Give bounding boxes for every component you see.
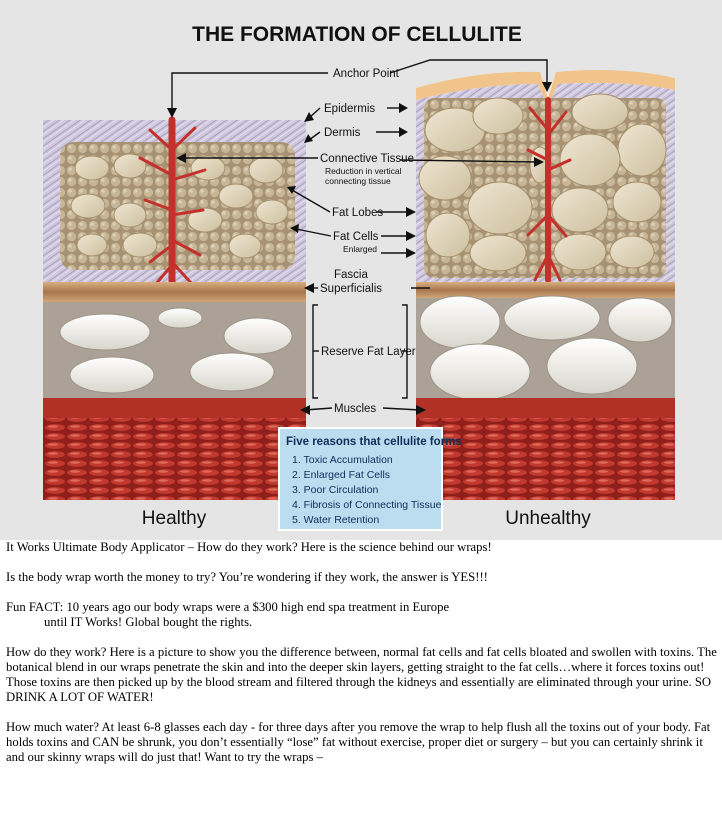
fun-fact-line-2: until IT Works! Global bought the rights… [44, 615, 253, 629]
article-how-much-water: How much water? At least 6-8 glasses eac… [6, 720, 711, 764]
healthy-vessel [138, 116, 207, 289]
figure-title: THE FORMATION OF CELLULITE [192, 23, 522, 46]
unhealthy-vessel [526, 97, 572, 283]
article-text: It Works Ultimate Body Applicator – How … [6, 540, 718, 780]
label-fat-cells: Fat Cells [333, 231, 379, 243]
unhealthy-muscle-band [416, 398, 675, 418]
label-connective-sub1: Reduction in vertical [325, 166, 402, 176]
unhealthy-epidermis [416, 70, 675, 108]
reasons-box: Five reasons that cellulite forms 1. Tox… [278, 427, 462, 531]
fun-fact-line-1: Fun FACT: 10 years ago our body wraps we… [6, 600, 450, 614]
caption-healthy: Healthy [142, 508, 207, 529]
unhealthy-fascia [416, 282, 675, 298]
caption-unhealthy: Unhealthy [505, 508, 591, 529]
unhealthy-muscle [416, 418, 675, 500]
label-fascia-1: Fascia [334, 269, 368, 281]
label-fat-cells-sub: Enlarged [343, 244, 377, 254]
healthy-panel: Healthy [43, 116, 306, 529]
cellulite-diagram: THE FORMATION OF CELLULITE [0, 0, 722, 540]
reason-item: 3. Poor Circulation [292, 484, 379, 496]
label-connective-tissue: Connective Tissue [320, 153, 414, 165]
reason-item: 4. Fibrosis of Connecting Tissue [292, 499, 442, 511]
article-intro: It Works Ultimate Body Applicator – How … [6, 540, 492, 554]
label-connective-sub2: connecting tissue [325, 176, 391, 186]
label-anchor-point: Anchor Point [333, 68, 400, 80]
label-fat-lobes: Fat Lobes [332, 207, 383, 219]
article-question: Is the body wrap worth the money to try?… [6, 570, 488, 584]
unhealthy-panel: Unhealthy [416, 70, 675, 529]
label-dermis: Dermis [324, 127, 361, 139]
label-epidermis: Epidermis [324, 103, 375, 115]
label-muscles: Muscles [334, 403, 376, 415]
healthy-muscle-band [43, 398, 306, 418]
reason-item: 5. Water Retention [292, 514, 379, 526]
cellulite-diagram-svg: THE FORMATION OF CELLULITE [43, 23, 675, 531]
reasons-title: Five reasons that cellulite forms [286, 436, 462, 448]
article-how-it-works: How do they work? Here is a picture to s… [6, 645, 717, 704]
label-fascia-2: Superficialis [320, 283, 382, 295]
label-reserve-fat-layer: Reserve Fat Layer [321, 346, 416, 358]
article-fun-fact: Fun FACT: 10 years ago our body wraps we… [6, 600, 718, 630]
reason-item: 1. Toxic Accumulation [292, 454, 393, 466]
reason-item: 2. Enlarged Fat Cells [292, 469, 390, 481]
healthy-fascia [43, 282, 306, 302]
healthy-muscle [43, 418, 306, 500]
